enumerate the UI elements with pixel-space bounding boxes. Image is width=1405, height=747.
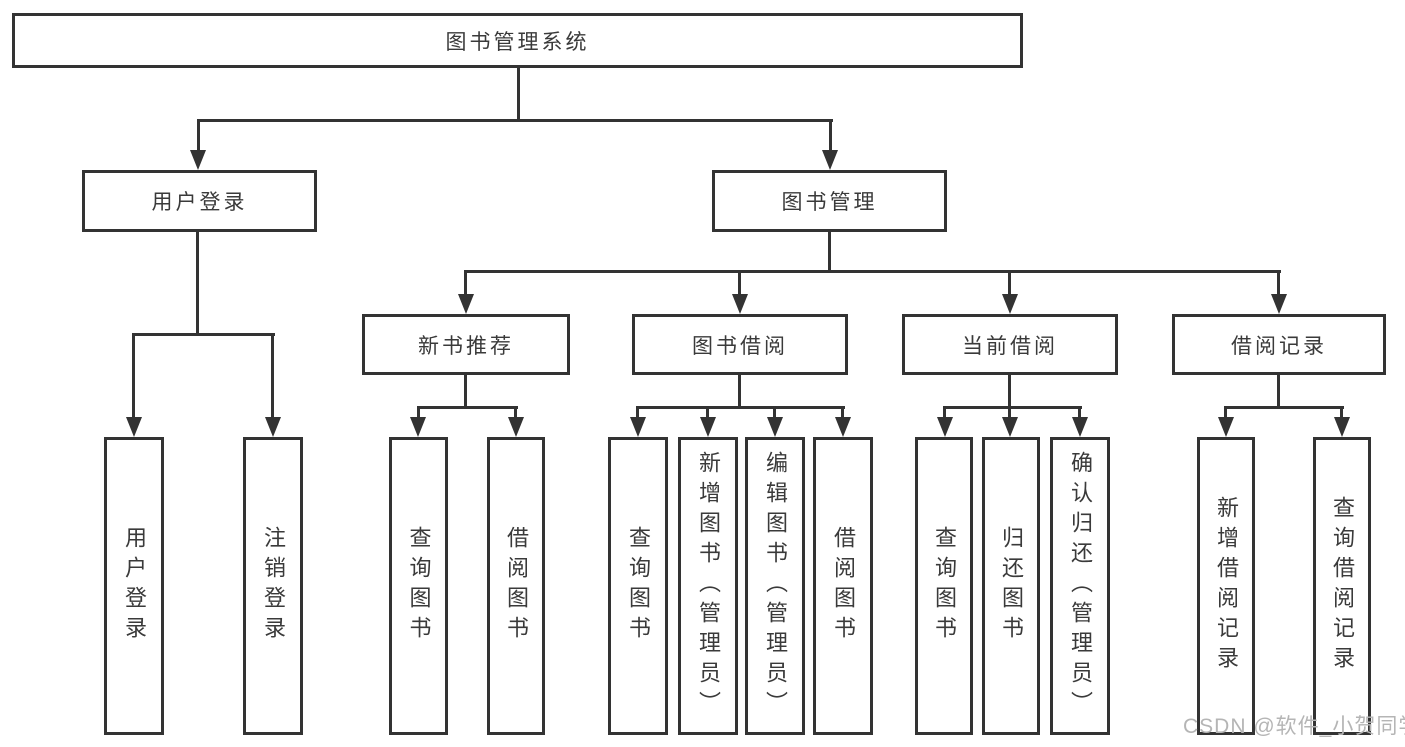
arrow-down-icon [190, 150, 206, 170]
node-leaf-query-borrow-record: 查询借阅记录 [1313, 437, 1371, 735]
arrow-down-icon [630, 417, 646, 437]
arrow-down-icon [1002, 294, 1018, 314]
connector-line-v [196, 232, 199, 336]
arrow-down-icon [265, 417, 281, 437]
arrow-down-icon [410, 417, 426, 437]
node-borrow-record: 借阅记录 [1172, 314, 1386, 375]
connector-line-h [1224, 406, 1344, 409]
connector-line-v [271, 333, 274, 419]
connector-line-h [943, 406, 1082, 409]
connector-line-v [464, 270, 467, 296]
connector-line-v [706, 406, 709, 419]
node-leaf-edit-book-admin: 编辑图书（管理员） [745, 437, 805, 735]
connector-line-v [1340, 406, 1343, 419]
arrow-down-icon [1334, 417, 1350, 437]
node-user-login: 用户登录 [82, 170, 317, 232]
connector-line-v [828, 232, 831, 273]
arrow-down-icon [767, 417, 783, 437]
connector-line-v [1078, 406, 1081, 419]
node-current-borrow: 当前借阅 [902, 314, 1118, 375]
node-leaf-return-book: 归还图书 [982, 437, 1040, 735]
arrow-down-icon [458, 294, 474, 314]
arrow-down-icon [822, 150, 838, 170]
node-leaf-user-login: 用户登录 [104, 437, 164, 735]
node-leaf-add-borrow-record: 新增借阅记录 [1197, 437, 1255, 735]
node-root: 图书管理系统 [12, 13, 1023, 68]
connector-line-v [517, 68, 520, 120]
node-leaf-query-book-current: 查询图书 [915, 437, 973, 735]
arrow-down-icon [508, 417, 524, 437]
arrow-down-icon [1218, 417, 1234, 437]
node-leaf-logout: 注销登录 [243, 437, 303, 735]
node-leaf-query-book-borrow: 查询图书 [608, 437, 668, 735]
connector-line-h [464, 270, 1281, 273]
arrow-down-icon [732, 294, 748, 314]
arrow-down-icon [1072, 417, 1088, 437]
node-book-management: 图书管理 [712, 170, 947, 232]
connector-line-v [1008, 375, 1011, 409]
connector-line-h [197, 119, 833, 122]
connector-line-v [829, 119, 832, 152]
node-leaf-borrow-book: 借阅图书 [813, 437, 873, 735]
connector-line-h [417, 406, 518, 409]
arrow-down-icon [835, 417, 851, 437]
connector-line-v [464, 375, 467, 409]
node-new-book-recommend: 新书推荐 [362, 314, 570, 375]
connector-line-v [1008, 270, 1011, 296]
connector-line-v [636, 406, 639, 419]
connector-line-v [132, 333, 135, 419]
watermark: CSDN @软件_小贺同学 [1183, 715, 1405, 738]
connector-line-v [773, 406, 776, 419]
node-leaf-query-book-recommend: 查询图书 [389, 437, 448, 735]
arrow-down-icon [937, 417, 953, 437]
arrow-down-icon [1271, 294, 1287, 314]
arrow-down-icon [1002, 417, 1018, 437]
connector-line-v [738, 270, 741, 296]
connector-line-v [1277, 270, 1280, 296]
connector-line-v [841, 406, 844, 419]
arrow-down-icon [126, 417, 142, 437]
arrow-down-icon [700, 417, 716, 437]
connector-line-h [636, 406, 845, 409]
node-book-borrow: 图书借阅 [632, 314, 848, 375]
connector-line-v [1008, 406, 1011, 419]
connector-line-v [514, 406, 517, 419]
connector-line-v [197, 119, 200, 152]
node-leaf-confirm-return-admin: 确认归还（管理员） [1050, 437, 1110, 735]
node-leaf-add-book-admin: 新增图书（管理员） [678, 437, 738, 735]
connector-line-h [132, 333, 275, 336]
node-leaf-borrow-book-recommend: 借阅图书 [487, 437, 545, 735]
connector-line-v [1277, 375, 1280, 409]
connector-line-v [1224, 406, 1227, 419]
connector-line-v [417, 406, 420, 419]
connector-line-v [943, 406, 946, 419]
connector-line-v [738, 375, 741, 409]
